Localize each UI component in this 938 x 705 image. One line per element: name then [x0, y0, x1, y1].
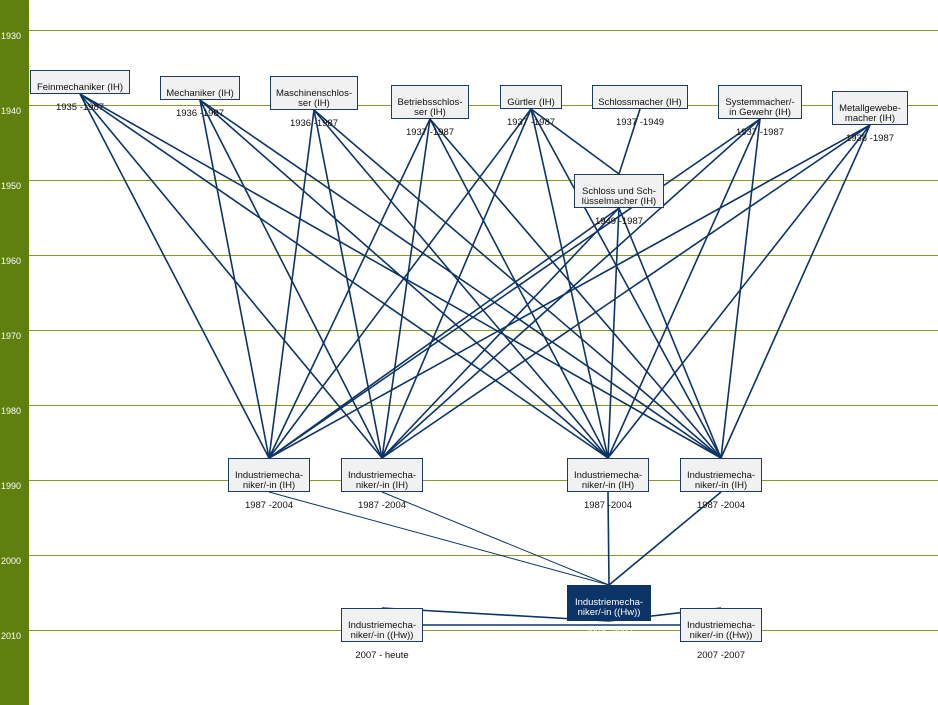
- node-name: Schloss und Sch- lüsselmacher (IH): [581, 186, 657, 207]
- year-label-1970: 1970: [1, 331, 22, 341]
- node-name: Schlossmacher (IH): [598, 97, 682, 108]
- edge-guertler-im3: [530, 108, 609, 459]
- edge-metallgewebe-im3: [607, 124, 871, 459]
- node-years: 1936 -1987: [289, 118, 339, 129]
- node-metallgewebe[interactable]: Metallgewebe- macher (IH) 1938 -1987: [832, 91, 908, 144]
- node-name: Industriemecha- niker/-in (IH): [686, 470, 756, 491]
- node-name: Feinmechaniker (IH): [36, 82, 124, 93]
- edge-feinmechaniker-im2: [79, 93, 383, 459]
- year-label-1940: 1940: [1, 106, 22, 116]
- node-industriemechaniker-3[interactable]: Industriemecha- niker/-in (IH) 1987 -200…: [567, 458, 649, 511]
- edge-schloss_schluessel-im1: [268, 207, 620, 459]
- edge-systemmacher-im1: [268, 118, 761, 459]
- node-guertler[interactable]: Gürtler (IH) 1937 -1987: [500, 85, 562, 128]
- node-industriemechaniker-hw[interactable]: Industriemecha- niker/-in ((Hw)) 2004 -2…: [567, 585, 651, 638]
- node-years: 1937 -1987: [735, 127, 785, 138]
- node-years: 1937 -1987: [405, 127, 455, 138]
- edge-guertler-schloss_schluessel: [530, 108, 620, 175]
- edge-maschinenschlosser-im2: [313, 109, 383, 459]
- node-years: 1949 -1987: [594, 216, 644, 227]
- edge-im3-im_hw: [607, 491, 610, 586]
- edge-im1-im_hw: [268, 491, 610, 586]
- edge-feinmechaniker-im1: [79, 93, 270, 459]
- node-name: Industriemecha- niker/-in ((Hw)): [686, 620, 756, 641]
- edge-guertler-im1: [268, 108, 532, 459]
- edge-feinmechaniker-im3: [79, 93, 609, 459]
- edge-im4-im_hw: [608, 491, 722, 586]
- node-years: 1937 -1987: [506, 117, 556, 128]
- node-name: Industriemecha- niker/-in (IH): [347, 470, 417, 491]
- node-name: Maschinenschlos- ser (IH): [275, 88, 353, 109]
- edge-schloss_schluessel-im3: [607, 207, 620, 459]
- edge-systemmacher-im2: [381, 118, 761, 459]
- node-name: Industriemecha- niker/-in ((Hw)): [347, 620, 417, 641]
- node-years: 1937 -1949: [615, 117, 665, 128]
- node-industriemechaniker-hw-2007[interactable]: Industriemecha- niker/-in ((Hw)) 2007 -2…: [680, 608, 762, 661]
- edge-betriebsschlosser-im2: [381, 118, 431, 459]
- node-schlossmacher[interactable]: Schlossmacher (IH) 1937 -1949: [592, 85, 688, 128]
- edge-mechaniker-im1: [199, 99, 270, 459]
- year-label-2010: 2010: [1, 631, 22, 641]
- year-label-1990: 1990: [1, 481, 22, 491]
- year-label-1980: 1980: [1, 406, 22, 416]
- edge-guertler-im2: [381, 108, 532, 459]
- node-years: 1935 -1987: [55, 102, 105, 113]
- node-industriemechaniker-1[interactable]: Industriemecha- niker/-in (IH) 1987 -200…: [228, 458, 310, 511]
- node-years: 1987 -2004: [357, 500, 407, 511]
- node-systemmacher[interactable]: Systemmacher/- in Gewehr (IH) 1937 -1987: [718, 85, 802, 138]
- node-industriemechaniker-2[interactable]: Industriemecha- niker/-in (IH) 1987 -200…: [341, 458, 423, 511]
- node-name: Mechaniker (IH): [166, 88, 234, 99]
- edge-maschinenschlosser-im1: [268, 109, 315, 459]
- node-mechaniker[interactable]: Mechaniker (IH) 1936 -1987: [160, 76, 240, 119]
- node-name: Metallgewebe- macher (IH): [839, 103, 901, 124]
- node-betriebsschlosser[interactable]: Betriebsschlos- ser (IH) 1937 -1987: [391, 85, 469, 138]
- node-years: 1936 -1987: [175, 108, 225, 119]
- edge-maschinenschlosser-im3: [313, 109, 609, 459]
- timeline-sidebar: [0, 0, 29, 705]
- node-years: 1987 -2004: [696, 500, 746, 511]
- gridline-1970: [29, 330, 938, 331]
- edge-schloss_schluessel-im4: [618, 207, 722, 459]
- edge-schloss_schluessel-im2: [381, 207, 620, 459]
- node-name: Gürtler (IH): [507, 97, 555, 108]
- gridline-1980: [29, 405, 938, 406]
- node-name: Industriemecha- niker/-in ((Hw)): [574, 597, 644, 618]
- year-label-1950: 1950: [1, 181, 22, 191]
- node-feinmechaniker[interactable]: Feinmechaniker (IH) 1935 -1987: [30, 70, 130, 113]
- node-name: Industriemecha- niker/-in (IH): [234, 470, 304, 491]
- year-label-1930: 1930: [1, 31, 22, 41]
- year-label-2000: 2000: [1, 556, 22, 566]
- gridline-1940: [29, 105, 938, 106]
- edge-guertler-im4: [530, 108, 722, 459]
- gridline-1930: [29, 30, 938, 31]
- gridline-1990: [29, 480, 938, 481]
- node-industriemechaniker-hw-heute[interactable]: Industriemecha- niker/-in ((Hw)) 2007 - …: [341, 608, 423, 661]
- edge-metallgewebe-im2: [381, 124, 871, 459]
- node-years: 2007 - heute: [355, 650, 409, 661]
- edge-im2-im_hw: [381, 491, 610, 586]
- node-name: Industriemecha- niker/-in (IH): [573, 470, 643, 491]
- gridline-2000: [29, 555, 938, 556]
- node-industriemechaniker-4[interactable]: Industriemecha- niker/-in (IH) 1987 -200…: [680, 458, 762, 511]
- edge-metallgewebe-im1: [268, 124, 871, 459]
- node-years: 1987 -2004: [244, 500, 294, 511]
- gridline-2010: [29, 630, 938, 631]
- node-maschinenschlosser[interactable]: Maschinenschlos- ser (IH) 1936 -1987: [270, 76, 358, 129]
- edge-betriebsschlosser-im3: [429, 118, 609, 459]
- node-years: 1987 -2004: [583, 500, 633, 511]
- node-name: Systemmacher/- in Gewehr (IH): [725, 97, 795, 118]
- node-name: Betriebsschlos- ser (IH): [397, 97, 463, 118]
- year-label-1960: 1960: [1, 256, 22, 266]
- edge-schlossmacher-schloss_schluessel: [618, 108, 641, 175]
- edge-systemmacher-im3: [607, 118, 761, 459]
- edge-betriebsschlosser-im1: [268, 118, 431, 459]
- edge-metallgewebe-im4: [720, 124, 871, 459]
- node-years: 1938 -1987: [845, 133, 895, 144]
- node-schloss-schluessel[interactable]: Schloss und Sch- lüsselmacher (IH) 1949 …: [574, 174, 664, 227]
- node-years: 2007 -2007: [696, 650, 746, 661]
- node-years: 2004 -2007: [584, 627, 634, 638]
